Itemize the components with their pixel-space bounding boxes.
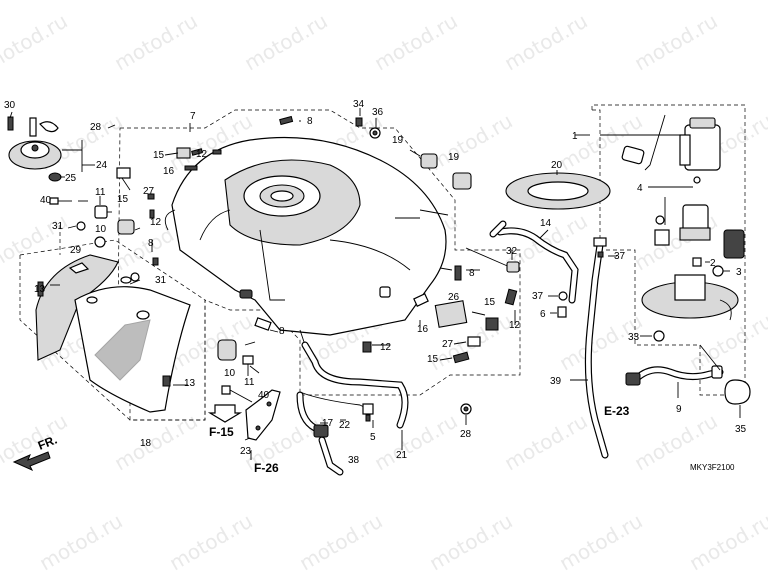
key-icon bbox=[29, 117, 37, 137]
callout-15a: 15 bbox=[153, 150, 165, 161]
callout-26: 26 bbox=[448, 292, 460, 303]
callout-24: 24 bbox=[96, 160, 108, 171]
callout-19a: 19 bbox=[392, 135, 404, 146]
callout-numbers: 1 2 3 4 5 6 7 8 8 8 8 9 10 10 11 11 12 1… bbox=[4, 99, 747, 466]
callout-1: 1 bbox=[572, 131, 578, 142]
callout-39: 39 bbox=[550, 376, 562, 387]
ref-f15-arrow: F-15 bbox=[207, 404, 243, 439]
callout-15c: 15 bbox=[484, 297, 496, 308]
ref-f15[interactable]: F-15 bbox=[209, 425, 234, 439]
callout-3: 3 bbox=[736, 267, 742, 278]
callout-16b: 16 bbox=[417, 324, 429, 335]
tank-group-outline bbox=[117, 109, 521, 421]
callout-8b: 8 bbox=[148, 238, 154, 249]
callout-18: 18 bbox=[140, 438, 152, 449]
callout-19b: 19 bbox=[448, 152, 460, 163]
label-15a bbox=[176, 147, 191, 159]
mount-hardware bbox=[217, 339, 281, 441]
callout-31b: 31 bbox=[155, 275, 167, 286]
callout-33: 33 bbox=[628, 332, 640, 343]
fuel-tank bbox=[164, 136, 449, 346]
ref-e23[interactable]: E-23 bbox=[604, 404, 630, 418]
callout-16a: 16 bbox=[163, 166, 175, 177]
breather-hoses bbox=[465, 220, 579, 304]
callout-36: 36 bbox=[372, 107, 384, 118]
pump-group-outline bbox=[591, 104, 746, 396]
callout-11b: 11 bbox=[244, 377, 255, 388]
drain-hose-39 bbox=[584, 237, 609, 459]
left-hardware bbox=[49, 196, 135, 248]
callout-13a: 13 bbox=[34, 284, 46, 295]
lower-fuel-lines bbox=[296, 255, 617, 476]
callout-15b: 15 bbox=[117, 194, 129, 205]
fuel-feed-hose bbox=[625, 344, 751, 418]
callout-27a: 27 bbox=[143, 186, 155, 197]
front-arrow: FR. bbox=[12, 433, 59, 472]
callout-12a: 12 bbox=[196, 149, 208, 160]
heat-shield bbox=[505, 170, 611, 210]
tank-small-parts bbox=[116, 115, 518, 364]
callout-21: 21 bbox=[396, 450, 408, 461]
side-cover bbox=[35, 254, 191, 413]
callout-13b: 13 bbox=[184, 378, 196, 389]
callout-34: 34 bbox=[353, 99, 365, 110]
callout-37b: 37 bbox=[532, 291, 544, 302]
callout-32: 32 bbox=[506, 246, 518, 257]
callout-40b: 40 bbox=[258, 390, 270, 401]
label-26 bbox=[434, 300, 468, 328]
callout-40a: 40 bbox=[40, 195, 52, 206]
callout-8d: 8 bbox=[469, 268, 475, 279]
callout-37a: 37 bbox=[614, 251, 626, 262]
front-label: FR. bbox=[36, 433, 59, 453]
fuel-pump-assembly bbox=[600, 114, 745, 342]
callout-17: 17 bbox=[322, 418, 334, 429]
cover-group-outline bbox=[19, 239, 206, 421]
callout-38: 38 bbox=[348, 455, 360, 466]
callout-7: 7 bbox=[190, 111, 196, 122]
ref-f26[interactable]: F-26 bbox=[254, 461, 279, 475]
callout-4: 4 bbox=[637, 183, 643, 194]
callout-8c: 8 bbox=[279, 326, 285, 337]
grommets bbox=[355, 108, 472, 190]
callout-2: 2 bbox=[710, 258, 716, 269]
callout-15d: 15 bbox=[427, 354, 439, 365]
diagram-code: MKY3F2100 bbox=[690, 463, 735, 472]
callout-28b: 28 bbox=[460, 429, 472, 440]
callout-12d: 12 bbox=[509, 320, 521, 331]
callout-27b: 27 bbox=[442, 339, 454, 350]
callout-23: 23 bbox=[240, 446, 252, 457]
callout-35: 35 bbox=[735, 424, 747, 435]
callout-11a: 11 bbox=[95, 187, 106, 198]
callout-5: 5 bbox=[370, 432, 376, 443]
callout-31a: 31 bbox=[52, 221, 64, 232]
callout-8a: 8 bbox=[307, 116, 313, 127]
callout-12c: 12 bbox=[380, 342, 392, 353]
callout-28a: 28 bbox=[90, 122, 102, 133]
callout-10a: 10 bbox=[95, 224, 107, 235]
leader-lines bbox=[50, 120, 590, 450]
callout-10b: 10 bbox=[224, 368, 236, 379]
callout-9: 9 bbox=[676, 404, 682, 415]
callout-20: 20 bbox=[551, 160, 563, 171]
callout-30: 30 bbox=[4, 100, 16, 111]
callout-22: 22 bbox=[339, 420, 351, 431]
callout-14: 14 bbox=[540, 218, 552, 229]
callout-12b: 12 bbox=[150, 217, 162, 228]
callout-29: 29 bbox=[70, 245, 82, 256]
fuel-cap-assembly bbox=[7, 111, 95, 182]
callout-6: 6 bbox=[540, 309, 546, 320]
callout-25: 25 bbox=[65, 173, 77, 184]
